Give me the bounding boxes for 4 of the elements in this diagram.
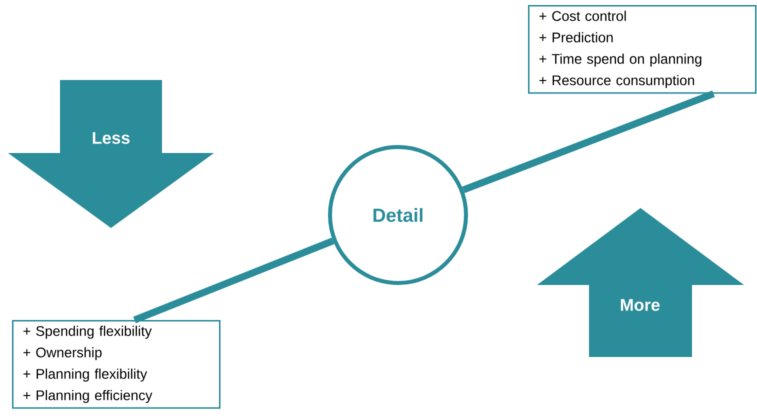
connector-line <box>133 238 334 324</box>
text-box: + Cost control + Prediction + Time spend on planning + Resource consumption <box>528 5 756 94</box>
text-box: + Spending flexibility + Ownership + Planning flexibility + Planning efficiency <box>12 320 220 409</box>
connector-line <box>462 90 715 194</box>
